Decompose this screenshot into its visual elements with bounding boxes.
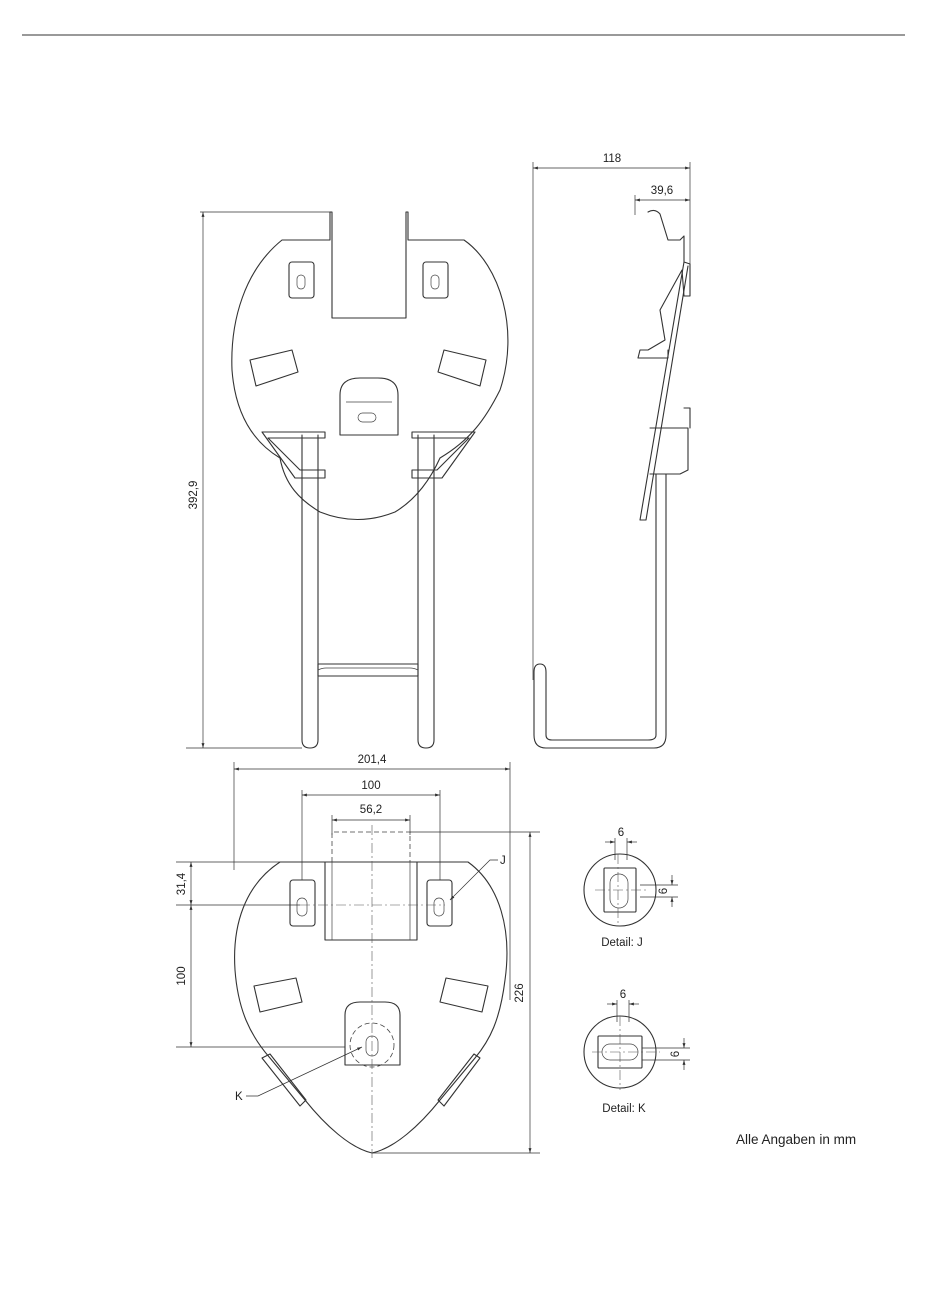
front-view: 392,9 — [186, 212, 508, 748]
top-view: 201,4 100 56,2 — [176, 754, 540, 1158]
front-height-label: 392,9 — [188, 481, 200, 510]
callout-k: K — [235, 1091, 243, 1103]
top-hole-spacing-label: 100 — [361, 780, 380, 792]
detail-k-dim-v: 6 — [670, 1051, 682, 1057]
detail-k: 6 6 Detail: K — [584, 989, 690, 1115]
units-note: Alle Angaben in mm — [736, 1132, 856, 1147]
detail-k-title: Detail: K — [602, 1103, 646, 1115]
top-depth-label: 226 — [514, 983, 526, 1002]
detail-j: 6 6 Detail: J — [584, 827, 678, 949]
top-front-offset-label: 31,4 — [176, 872, 188, 895]
callout-j: J — [500, 855, 506, 867]
side-depth-label: 118 — [603, 153, 621, 165]
detail-k-dim-h: 6 — [620, 989, 626, 1001]
top-row-spacing-label: 100 — [176, 966, 188, 985]
detail-j-dim-h: 6 — [618, 827, 624, 839]
top-slot-width-label: 56,2 — [360, 804, 382, 816]
side-view: 118 39,6 — [533, 153, 690, 748]
detail-j-title: Detail: J — [601, 937, 643, 949]
side-offset-label: 39,6 — [651, 185, 673, 197]
detail-j-dim-v: 6 — [658, 888, 670, 894]
top-width-label: 201,4 — [358, 754, 387, 766]
